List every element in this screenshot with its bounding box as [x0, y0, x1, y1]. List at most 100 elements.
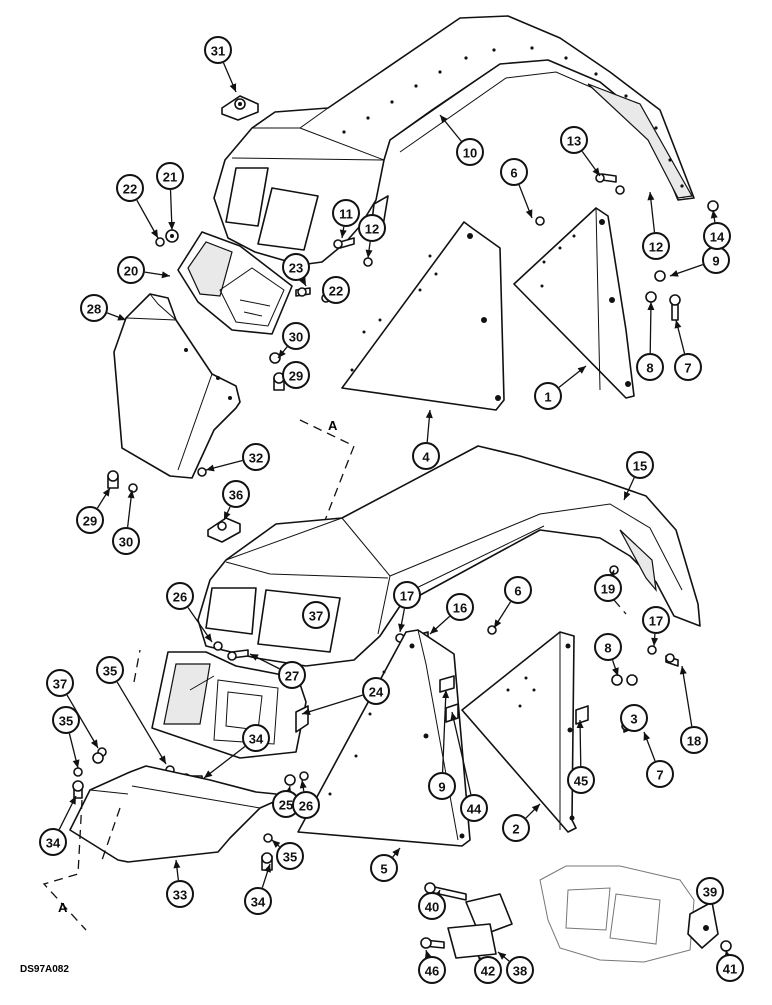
callout-circle: [594, 633, 622, 661]
callout-number: 29: [289, 369, 303, 384]
callout-4: 4: [412, 442, 440, 470]
callout-30: 30: [112, 527, 140, 555]
callout-number: 35: [59, 714, 73, 729]
callout-arrowhead-27: [250, 654, 259, 661]
callout-32: 32: [242, 443, 270, 471]
callout-arrowhead-35: [272, 840, 281, 848]
callout-circle: [567, 766, 595, 794]
callout-46: 46: [418, 956, 446, 984]
callout-circle: [112, 527, 140, 555]
callout-11: 11: [332, 199, 360, 227]
callout-arrowhead-34: [69, 796, 76, 805]
callout-circle: [244, 887, 272, 915]
callout-number: 33: [173, 888, 187, 903]
callout-arrowhead-30: [127, 490, 135, 499]
callout-number: 18: [687, 734, 701, 749]
callout-arrowhead-33: [173, 860, 181, 869]
callout-22: 22: [322, 276, 350, 304]
callout-number: 8: [646, 361, 653, 376]
callout-leader-35: [116, 681, 167, 765]
callout-arrowhead-18: [679, 666, 687, 675]
callout-arrowhead-17: [651, 637, 659, 646]
callout-arrowhead-9: [670, 270, 679, 277]
callout-circle: [302, 601, 330, 629]
callout-3: 3: [620, 704, 648, 732]
upper-clip-nut: [221, 95, 259, 121]
callout-40: 40: [418, 892, 446, 920]
callout-arrowhead-5: [392, 848, 400, 857]
callout-circle: [362, 677, 390, 705]
callout-29: 29: [76, 506, 104, 534]
callout-number: 45: [574, 774, 588, 789]
callout-number: 10: [463, 146, 477, 161]
callout-34: 34: [242, 724, 270, 752]
callout-circle: [418, 956, 446, 984]
callout-circle: [46, 669, 74, 697]
callout-21: 21: [156, 162, 184, 190]
callout-circle: [370, 854, 398, 882]
callout-6: 6: [500, 158, 528, 186]
callout-34: 34: [244, 887, 272, 915]
callout-arrowhead-34: [264, 864, 271, 873]
callout-19: 19: [594, 574, 622, 602]
callout-number: 40: [425, 900, 439, 915]
callout-18: 18: [680, 726, 708, 754]
callout-9: 9: [428, 772, 456, 800]
callout-24: 24: [362, 677, 390, 705]
callout-circle: [242, 443, 270, 471]
callout-number: 36: [229, 488, 243, 503]
callout-circle: [534, 382, 562, 410]
callout-number: 35: [103, 664, 117, 679]
callout-number: 26: [173, 590, 187, 605]
lower-clip-nut: [207, 517, 241, 543]
upper-left-side-panel: [341, 221, 505, 411]
callout-arrowhead-37: [90, 739, 98, 748]
callout-26: 26: [166, 582, 194, 610]
callout-arrowhead-36: [224, 511, 231, 520]
callout-16: 16: [446, 593, 474, 621]
callout-arrowhead-32: [206, 464, 215, 472]
callout-26: 26: [292, 791, 320, 819]
callout-number: 26: [299, 799, 313, 814]
callout-circle: [506, 956, 534, 984]
callout-number: 1: [544, 390, 551, 405]
callout-number: 8: [604, 641, 611, 656]
callout-44: 44: [460, 794, 488, 822]
callout-circle: [166, 880, 194, 908]
callout-41: 41: [716, 954, 744, 982]
callout-number: 30: [119, 535, 133, 550]
callout-circle: [502, 814, 530, 842]
callout-circle: [116, 174, 144, 202]
upper-head-lamp: [177, 231, 293, 335]
callout-circle: [500, 158, 528, 186]
callout-7: 7: [646, 760, 674, 788]
callout-circle: [504, 576, 532, 604]
callout-circle: [428, 772, 456, 800]
callout-number: 34: [249, 732, 264, 747]
callout-number: 7: [656, 768, 663, 783]
callout-arrowhead-9: [442, 690, 450, 699]
callout-35: 35: [276, 842, 304, 870]
callout-37: 37: [302, 601, 330, 629]
callout-arrowhead-29: [102, 488, 110, 497]
callout-circle: [282, 253, 310, 281]
callout-number: 42: [481, 964, 495, 979]
callout-arrowhead-7: [643, 732, 651, 741]
callout-circle: [278, 661, 306, 689]
callout-circle: [642, 606, 670, 634]
callout-38: 38: [506, 956, 534, 984]
callout-circle: [80, 294, 108, 322]
callout-arrowhead-30: [278, 349, 286, 358]
callout-circle: [703, 222, 731, 250]
callout-number: 11: [339, 207, 353, 222]
callout-number: 2: [512, 822, 519, 837]
callout-arrowhead-45: [576, 720, 584, 729]
section-a-lower: A: [58, 900, 68, 915]
callout-42: 42: [474, 956, 502, 984]
callout-circle: [242, 724, 270, 752]
callout-arrowhead-15: [624, 491, 631, 500]
callout-number: 38: [513, 964, 527, 979]
callout-number: 4: [422, 450, 430, 465]
callout-number: 23: [289, 261, 303, 276]
callout-circle: [412, 442, 440, 470]
